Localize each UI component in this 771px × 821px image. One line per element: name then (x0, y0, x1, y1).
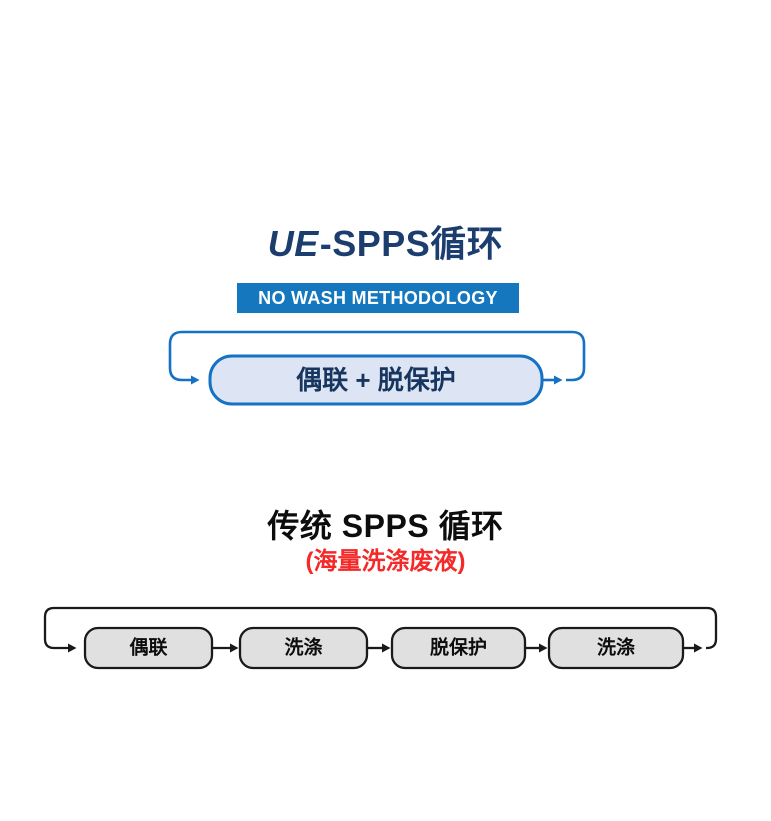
ue-title-rest: -SPPS循环 (319, 223, 504, 264)
traditional-flow-diagram: 偶联 洗涤 脱保护 洗涤 (43, 606, 718, 670)
step-label-wash-2: 洗涤 (597, 636, 635, 659)
trad-cycle-loop-path (43, 606, 718, 653)
step-box-wash-2 (547, 626, 685, 670)
no-wash-badge: NO WASH METHODOLOGY (237, 283, 519, 313)
ue-loop-diagram: 偶联 + 脱保护 (168, 330, 586, 406)
ue-spps-title: UE-SPPS循环 (0, 224, 771, 264)
step-box-wash-1 (238, 626, 369, 670)
traditional-spps-title: 传统 SPPS 循环 (267, 508, 504, 544)
step-box-deprotection (390, 626, 527, 670)
step-label-wash-1: 洗涤 (284, 636, 322, 659)
step-label-deprotection: 脱保护 (430, 636, 487, 659)
wash-waste-subtitle: (海量洗涤废液) (305, 548, 466, 575)
ue-title-prefix: UE (267, 223, 319, 264)
coupling-deprotection-label: 偶联 + 脱保护 (296, 365, 456, 395)
step-label-coupling: 偶联 (129, 636, 167, 659)
step-box-coupling (83, 626, 214, 670)
ue-cycle-loop-path (168, 330, 586, 385)
coupling-deprotection-box (208, 354, 544, 406)
